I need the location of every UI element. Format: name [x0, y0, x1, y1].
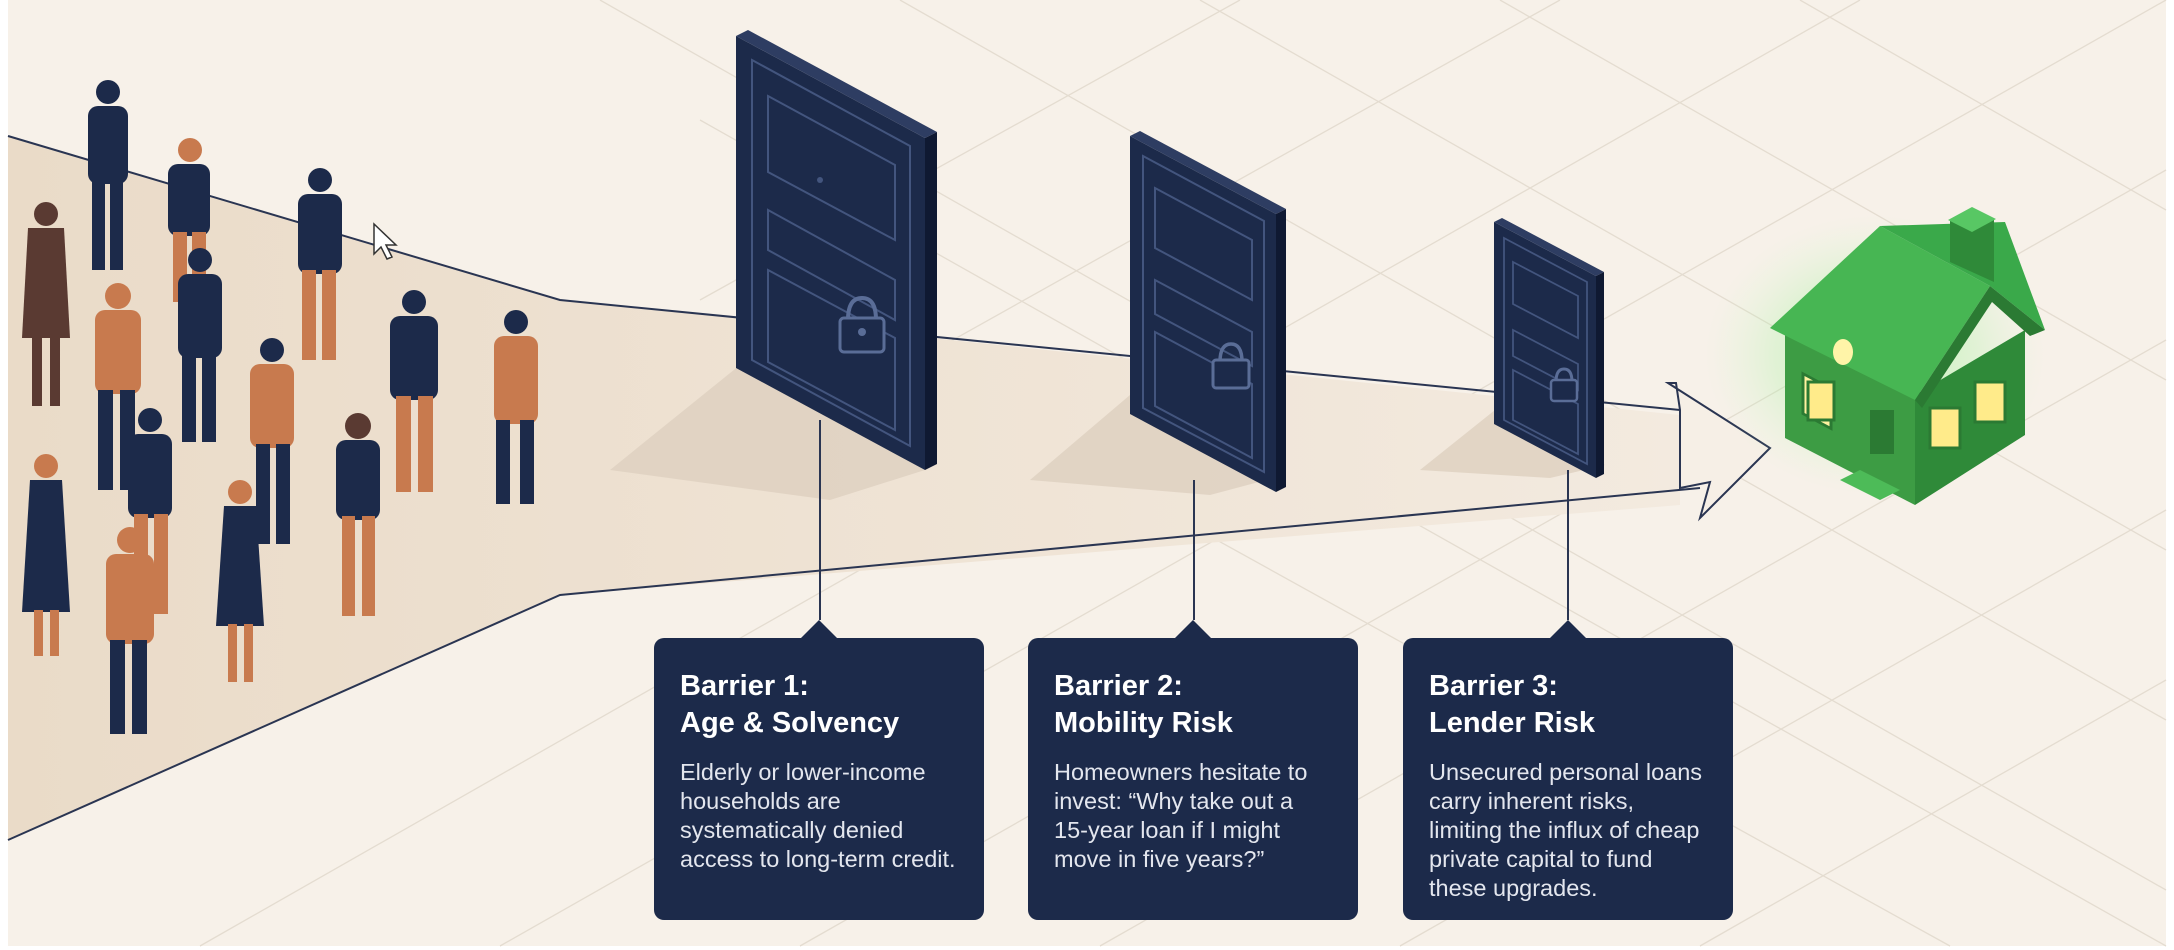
barrier-card-1: Barrier 1: Age & Solvency Elderly or low…: [654, 620, 984, 920]
door-icon: [1494, 218, 1604, 478]
house-icon: [1705, 207, 2045, 505]
door1-shadow: [610, 365, 925, 500]
barrier-description: Homeowners hesitate to invest: “Why take…: [1054, 759, 1308, 872]
door-icon: [1130, 131, 1286, 492]
padlock-icon: [1549, 367, 1579, 403]
padlock-icon: [1211, 342, 1251, 390]
barrier-card-2: Barrier 2: Mobility Risk Homeowners hesi…: [1028, 620, 1358, 920]
connector-lines: [819, 420, 1569, 620]
door3-shadow: [1420, 410, 1605, 478]
barrier-description: Unsecured personal loans carry inherent …: [1429, 759, 1703, 901]
cursor-icon: [373, 222, 398, 260]
barrier-title: Barrier 3: Lender Risk: [1429, 670, 1595, 739]
door2-shadow: [1030, 395, 1285, 495]
barrier-card-3: Barrier 3: Lender Risk Unsecured persona…: [1403, 620, 1733, 920]
barrier-description: Elderly or lower-income households are s…: [680, 759, 956, 872]
barrier-title: Barrier 2: Mobility Risk: [1054, 670, 1233, 739]
funnel-lower-edge: [7, 487, 1701, 841]
door-icon: [736, 30, 937, 470]
people-crowd-icon: [22, 80, 538, 734]
padlock-icon: [838, 295, 886, 354]
barrier-title: Barrier 1: Age & Solvency: [680, 670, 900, 739]
arrowhead: [1664, 382, 1772, 522]
